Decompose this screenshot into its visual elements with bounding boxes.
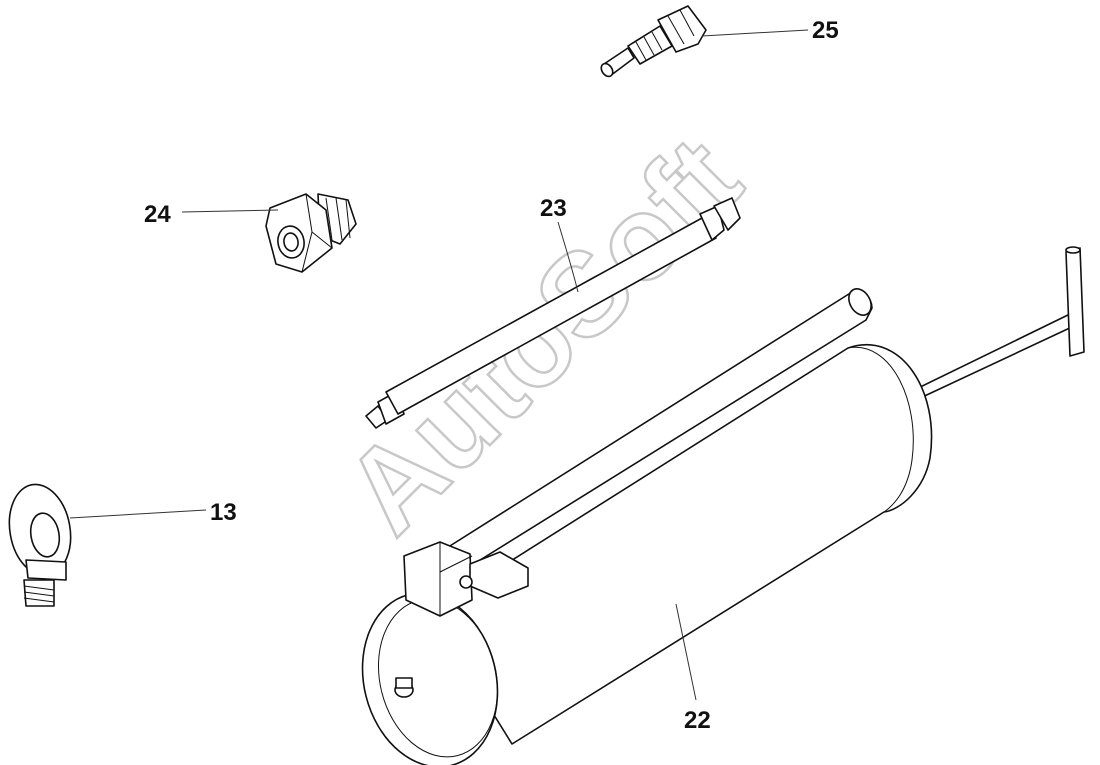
part-25-fitting bbox=[600, 5, 707, 78]
part-22-grease-gun bbox=[361, 246, 1085, 765]
callout-22: 22 bbox=[684, 707, 711, 734]
leader-24 bbox=[181, 209, 279, 213]
leader-23 bbox=[557, 221, 579, 293]
callout-25: 25 bbox=[812, 17, 839, 44]
leader-25 bbox=[701, 29, 809, 37]
leader-22 bbox=[675, 603, 697, 701]
callout-13: 13 bbox=[210, 499, 237, 526]
part-24-nut bbox=[265, 193, 357, 273]
part-13-eye-bolt bbox=[8, 483, 72, 607]
leader-13 bbox=[69, 509, 207, 519]
callout-24: 24 bbox=[144, 201, 171, 228]
callout-23: 23 bbox=[540, 195, 567, 222]
part-23-hose bbox=[365, 197, 741, 429]
